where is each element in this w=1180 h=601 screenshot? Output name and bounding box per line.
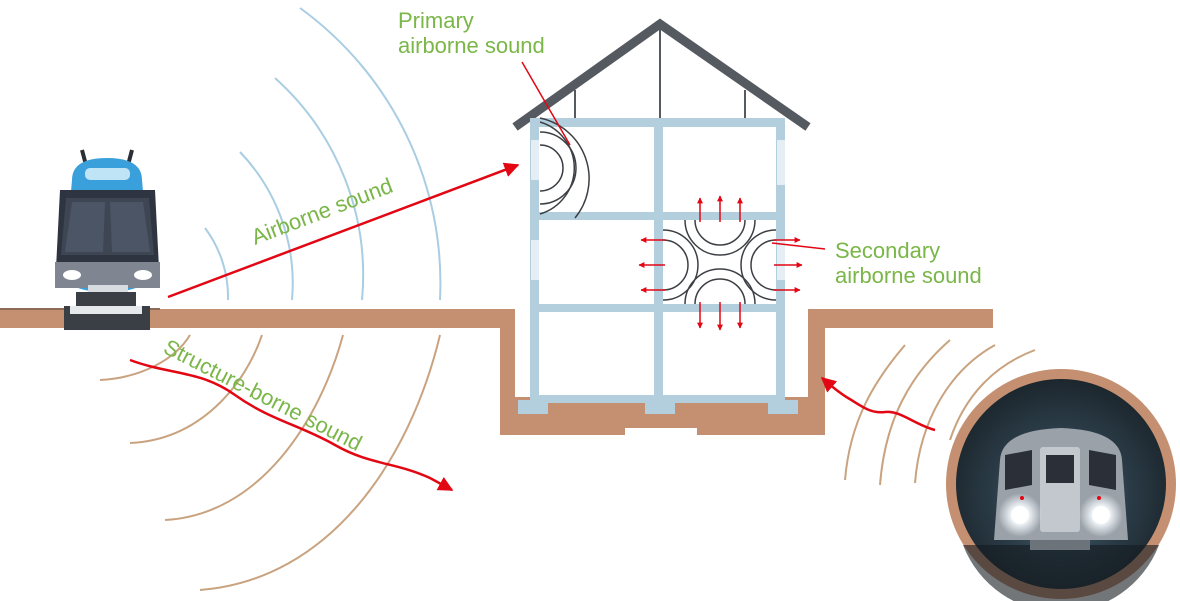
airborne-sound-waves (204, 7, 442, 301)
primary-label-pointer (521, 61, 571, 146)
house-frame (518, 118, 798, 414)
airborne-sound-arrow (167, 162, 520, 299)
house (512, 18, 811, 414)
secondary-sound-label-line1: Secondary (835, 238, 940, 263)
secondary-sound-arrows (638, 195, 803, 331)
structure-borne-sound-label: Structure-borne sound (160, 334, 366, 456)
surface-train (55, 149, 160, 306)
rail (70, 306, 142, 314)
structure-borne-sound-arrow (129, 358, 454, 492)
roof (512, 18, 811, 131)
tunnel-sound-waves (844, 339, 1036, 486)
subway-train (994, 428, 1128, 550)
secondary-label-pointer (771, 242, 826, 250)
tunnel (946, 369, 1176, 601)
secondary-sound-label-line2: airborne sound (835, 263, 982, 288)
tunnel-sound-arrow (820, 377, 936, 432)
ground (0, 309, 993, 435)
primary-sound-arcs (539, 117, 590, 219)
structure-borne-sound-waves (99, 334, 441, 591)
secondary-sound-arcs (662, 219, 777, 305)
primary-sound-label-line2: airborne sound (398, 33, 545, 58)
primary-sound-label-line1: Primary (398, 8, 474, 33)
